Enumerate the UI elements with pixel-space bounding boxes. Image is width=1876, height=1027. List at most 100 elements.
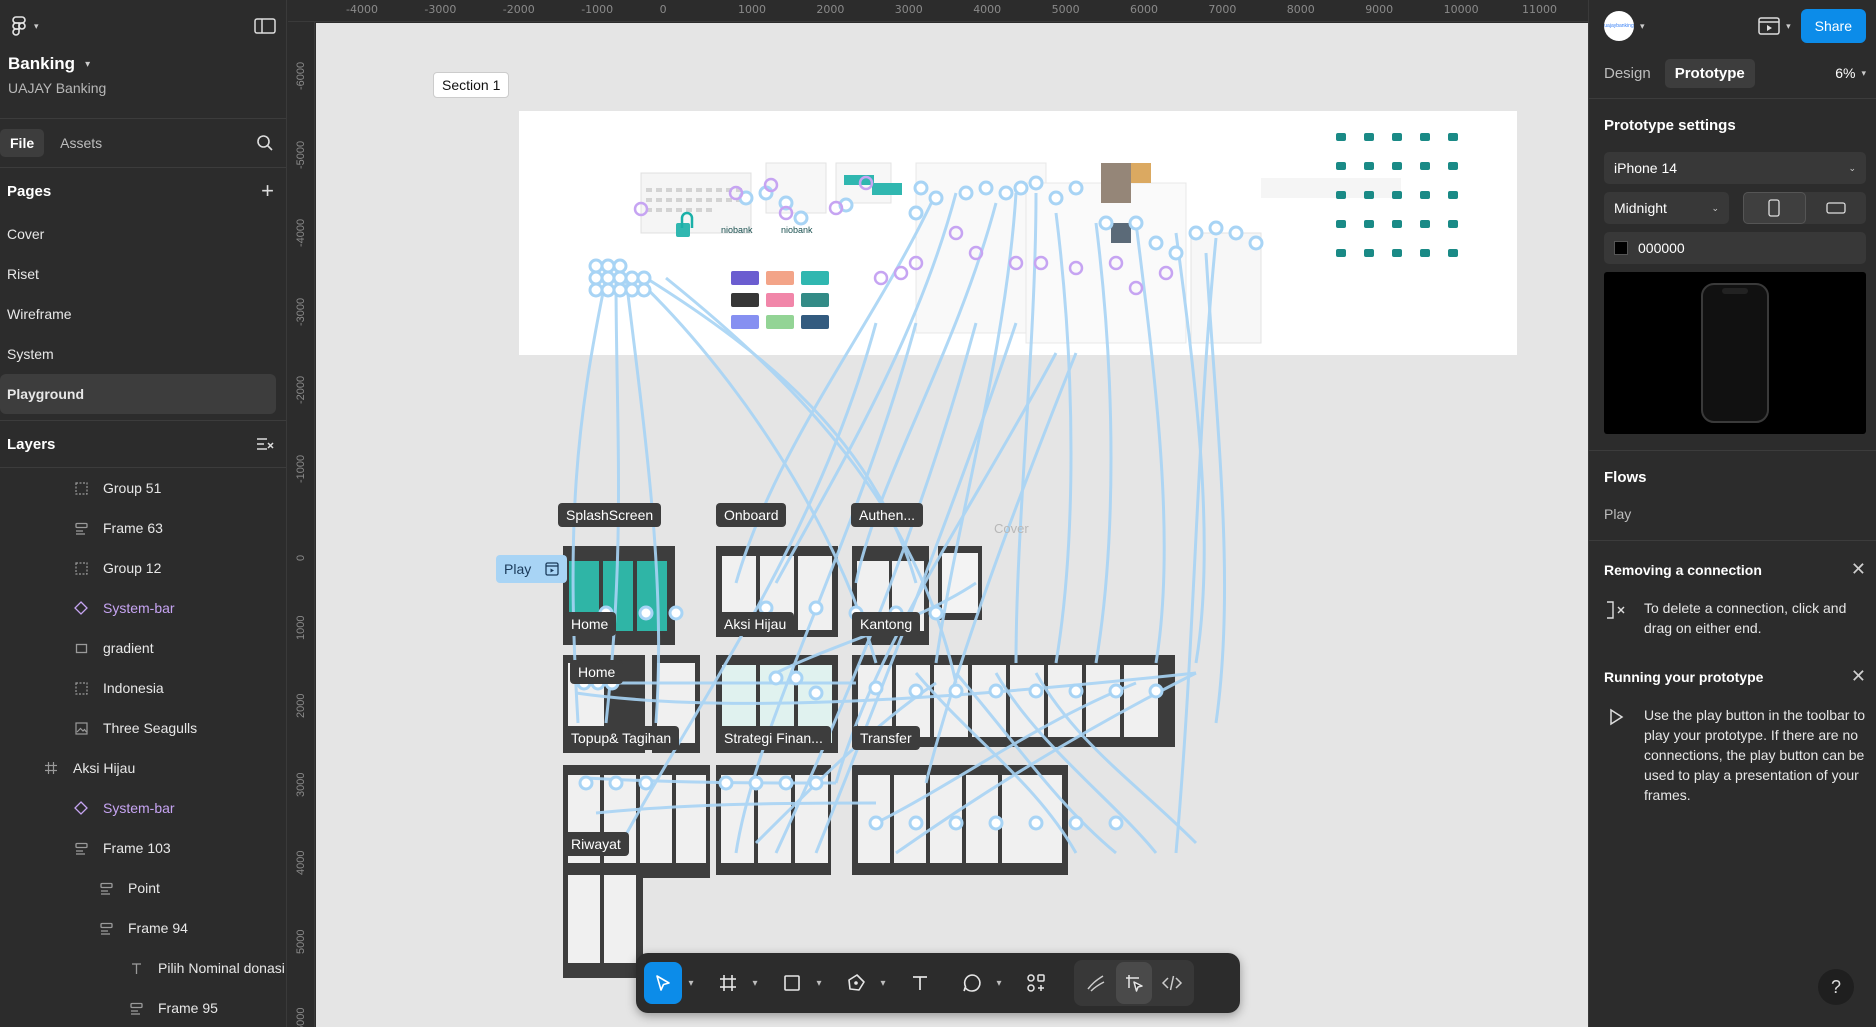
chevron-down-icon[interactable]: ▾: [996, 977, 1002, 989]
asset-icon-thumb: [1336, 162, 1346, 170]
page-item-system[interactable]: System: [7, 346, 54, 362]
background-color-field[interactable]: 000000: [1604, 232, 1866, 264]
tab-file[interactable]: File: [0, 129, 45, 157]
interaction-marker: [1068, 260, 1084, 276]
share-button[interactable]: Share: [1800, 9, 1866, 43]
draw-mode-button[interactable]: [1078, 962, 1114, 1004]
frame-tool-button[interactable]: [710, 962, 746, 1004]
device-select[interactable]: iPhone 14 ⌄: [1604, 152, 1866, 184]
design-canvas[interactable]: niobank niobank: [316, 23, 1588, 1027]
connection-handle: [1068, 815, 1084, 831]
layer-row[interactable]: Frame 95: [0, 988, 286, 1027]
connection-line: [1034, 672, 1198, 845]
layer-row[interactable]: gradient: [0, 628, 286, 668]
connection-line: [1174, 237, 1218, 854]
layer-name: Pilih Nominal donasi: [158, 960, 285, 976]
main-menu-button[interactable]: ▾: [10, 15, 39, 37]
frame-label-home-2[interactable]: Home: [570, 660, 624, 684]
layer-row[interactable]: Aksi Hijau: [0, 748, 286, 788]
user-menu[interactable]: uajaybanking ▾: [1604, 11, 1645, 41]
device-value: iPhone 14: [1614, 160, 1678, 176]
landscape-orientation-button[interactable]: [1806, 192, 1867, 224]
layer-name: gradient: [103, 640, 154, 656]
tab-assets[interactable]: Assets: [60, 135, 103, 151]
page-item-cover[interactable]: Cover: [7, 226, 45, 242]
flow-start-play[interactable]: Play: [496, 555, 568, 583]
layer-row[interactable]: Indonesia: [0, 668, 286, 708]
connection-handle: [988, 815, 1004, 831]
tab-prototype[interactable]: Prototype: [1664, 58, 1755, 88]
frame-label-authen[interactable]: Authen...: [851, 503, 924, 527]
frame-label-home[interactable]: Home: [563, 612, 617, 636]
connection-line: [875, 681, 1137, 825]
comment-tool-button[interactable]: [954, 962, 990, 1004]
page-item-riset[interactable]: Riset: [7, 266, 39, 282]
actions-tool-button[interactable]: [1018, 962, 1054, 1004]
portrait-icon: [1768, 199, 1780, 217]
tab-design[interactable]: Design: [1604, 64, 1651, 82]
collapse-layers-icon[interactable]: [256, 436, 274, 452]
frame-label-splashscreen[interactable]: SplashScreen: [558, 503, 662, 527]
layer-row[interactable]: System-bar: [0, 588, 286, 628]
add-page-icon[interactable]: +: [261, 178, 274, 203]
connection-handle: [1013, 180, 1029, 196]
chevron-down-icon[interactable]: ▾: [688, 977, 694, 989]
zoom-control[interactable]: 6% ▾: [1835, 65, 1866, 81]
frame-label-cover[interactable]: Cover: [994, 521, 1029, 536]
connection-handle: [612, 258, 628, 274]
chevron-down-icon[interactable]: ▾: [880, 977, 886, 989]
close-icon[interactable]: ✕: [1850, 559, 1866, 579]
frame-label-strategi[interactable]: Strategi Finan...: [716, 726, 831, 750]
asset-icon-thumb: [1364, 191, 1374, 199]
present-button[interactable]: ▾: [1758, 16, 1791, 36]
layer-row[interactable]: Frame 103: [0, 828, 286, 868]
portrait-orientation-button[interactable]: [1743, 192, 1806, 224]
layer-row[interactable]: Pilih Nominal donasi: [0, 948, 286, 988]
layer-row[interactable]: Group 51: [0, 468, 286, 508]
frame-label-onboard[interactable]: Onboard: [716, 503, 787, 527]
design-mode-button[interactable]: [1116, 962, 1152, 1004]
interaction-marker: [948, 225, 964, 241]
flow-item-play[interactable]: Play: [1604, 506, 1632, 522]
toggle-sidebar-icon[interactable]: [254, 17, 276, 35]
page-item-playground[interactable]: Playground: [0, 374, 276, 414]
page-item-wireframe[interactable]: Wireframe: [7, 306, 72, 322]
layer-row[interactable]: Frame 94: [0, 908, 286, 948]
search-icon[interactable]: [256, 134, 274, 152]
layer-row[interactable]: System-bar: [0, 788, 286, 828]
layer-name: System-bar: [103, 800, 175, 816]
layer-row[interactable]: Point: [0, 868, 286, 908]
flows-section: Flows Play: [1589, 451, 1876, 522]
color-swatch[interactable]: [1614, 241, 1628, 255]
color-hex-value[interactable]: 000000: [1638, 240, 1685, 256]
close-icon[interactable]: ✕: [1850, 666, 1866, 686]
connection-handle: [868, 680, 884, 696]
chevron-down-icon[interactable]: ▾: [816, 977, 822, 989]
ruler-x-label: 10000: [1443, 3, 1479, 16]
chevron-down-icon[interactable]: ▾: [752, 977, 758, 989]
frame-label-transfer[interactable]: Transfer: [852, 726, 920, 750]
layer-row[interactable]: Group 12: [0, 548, 286, 588]
iphone-frame-icon: [1701, 283, 1769, 423]
pen-icon: [848, 974, 865, 991]
help-button[interactable]: ?: [1818, 969, 1854, 1005]
frame-label-topup[interactable]: Topup& Tagihan: [563, 726, 680, 750]
connection-handle: [908, 205, 924, 221]
layer-row[interactable]: Three Seagulls: [0, 708, 286, 748]
model-select[interactable]: Midnight ⌄: [1604, 192, 1729, 224]
frame-label-kantong[interactable]: Kantong: [852, 612, 921, 636]
text-tool-button[interactable]: [902, 962, 938, 1004]
layer-name: Aksi Hijau: [73, 760, 136, 776]
project-title[interactable]: Banking ▾: [8, 54, 278, 74]
move-tool-button[interactable]: [644, 962, 682, 1004]
rectangle-tool-button[interactable]: [774, 962, 810, 1004]
connection-handle: [624, 270, 640, 286]
section-label[interactable]: Section 1: [433, 72, 510, 98]
pen-tool-button[interactable]: [838, 962, 874, 1004]
frame-label-riwayat[interactable]: Riwayat: [563, 832, 629, 856]
layer-row[interactable]: Frame 63: [0, 508, 286, 548]
ruler-y-label: -3000: [295, 297, 307, 326]
asset-icon-thumb: [1420, 191, 1430, 199]
dev-mode-button[interactable]: [1154, 962, 1190, 1004]
frame-label-aksi-hijau[interactable]: Aksi Hijau: [716, 612, 795, 636]
